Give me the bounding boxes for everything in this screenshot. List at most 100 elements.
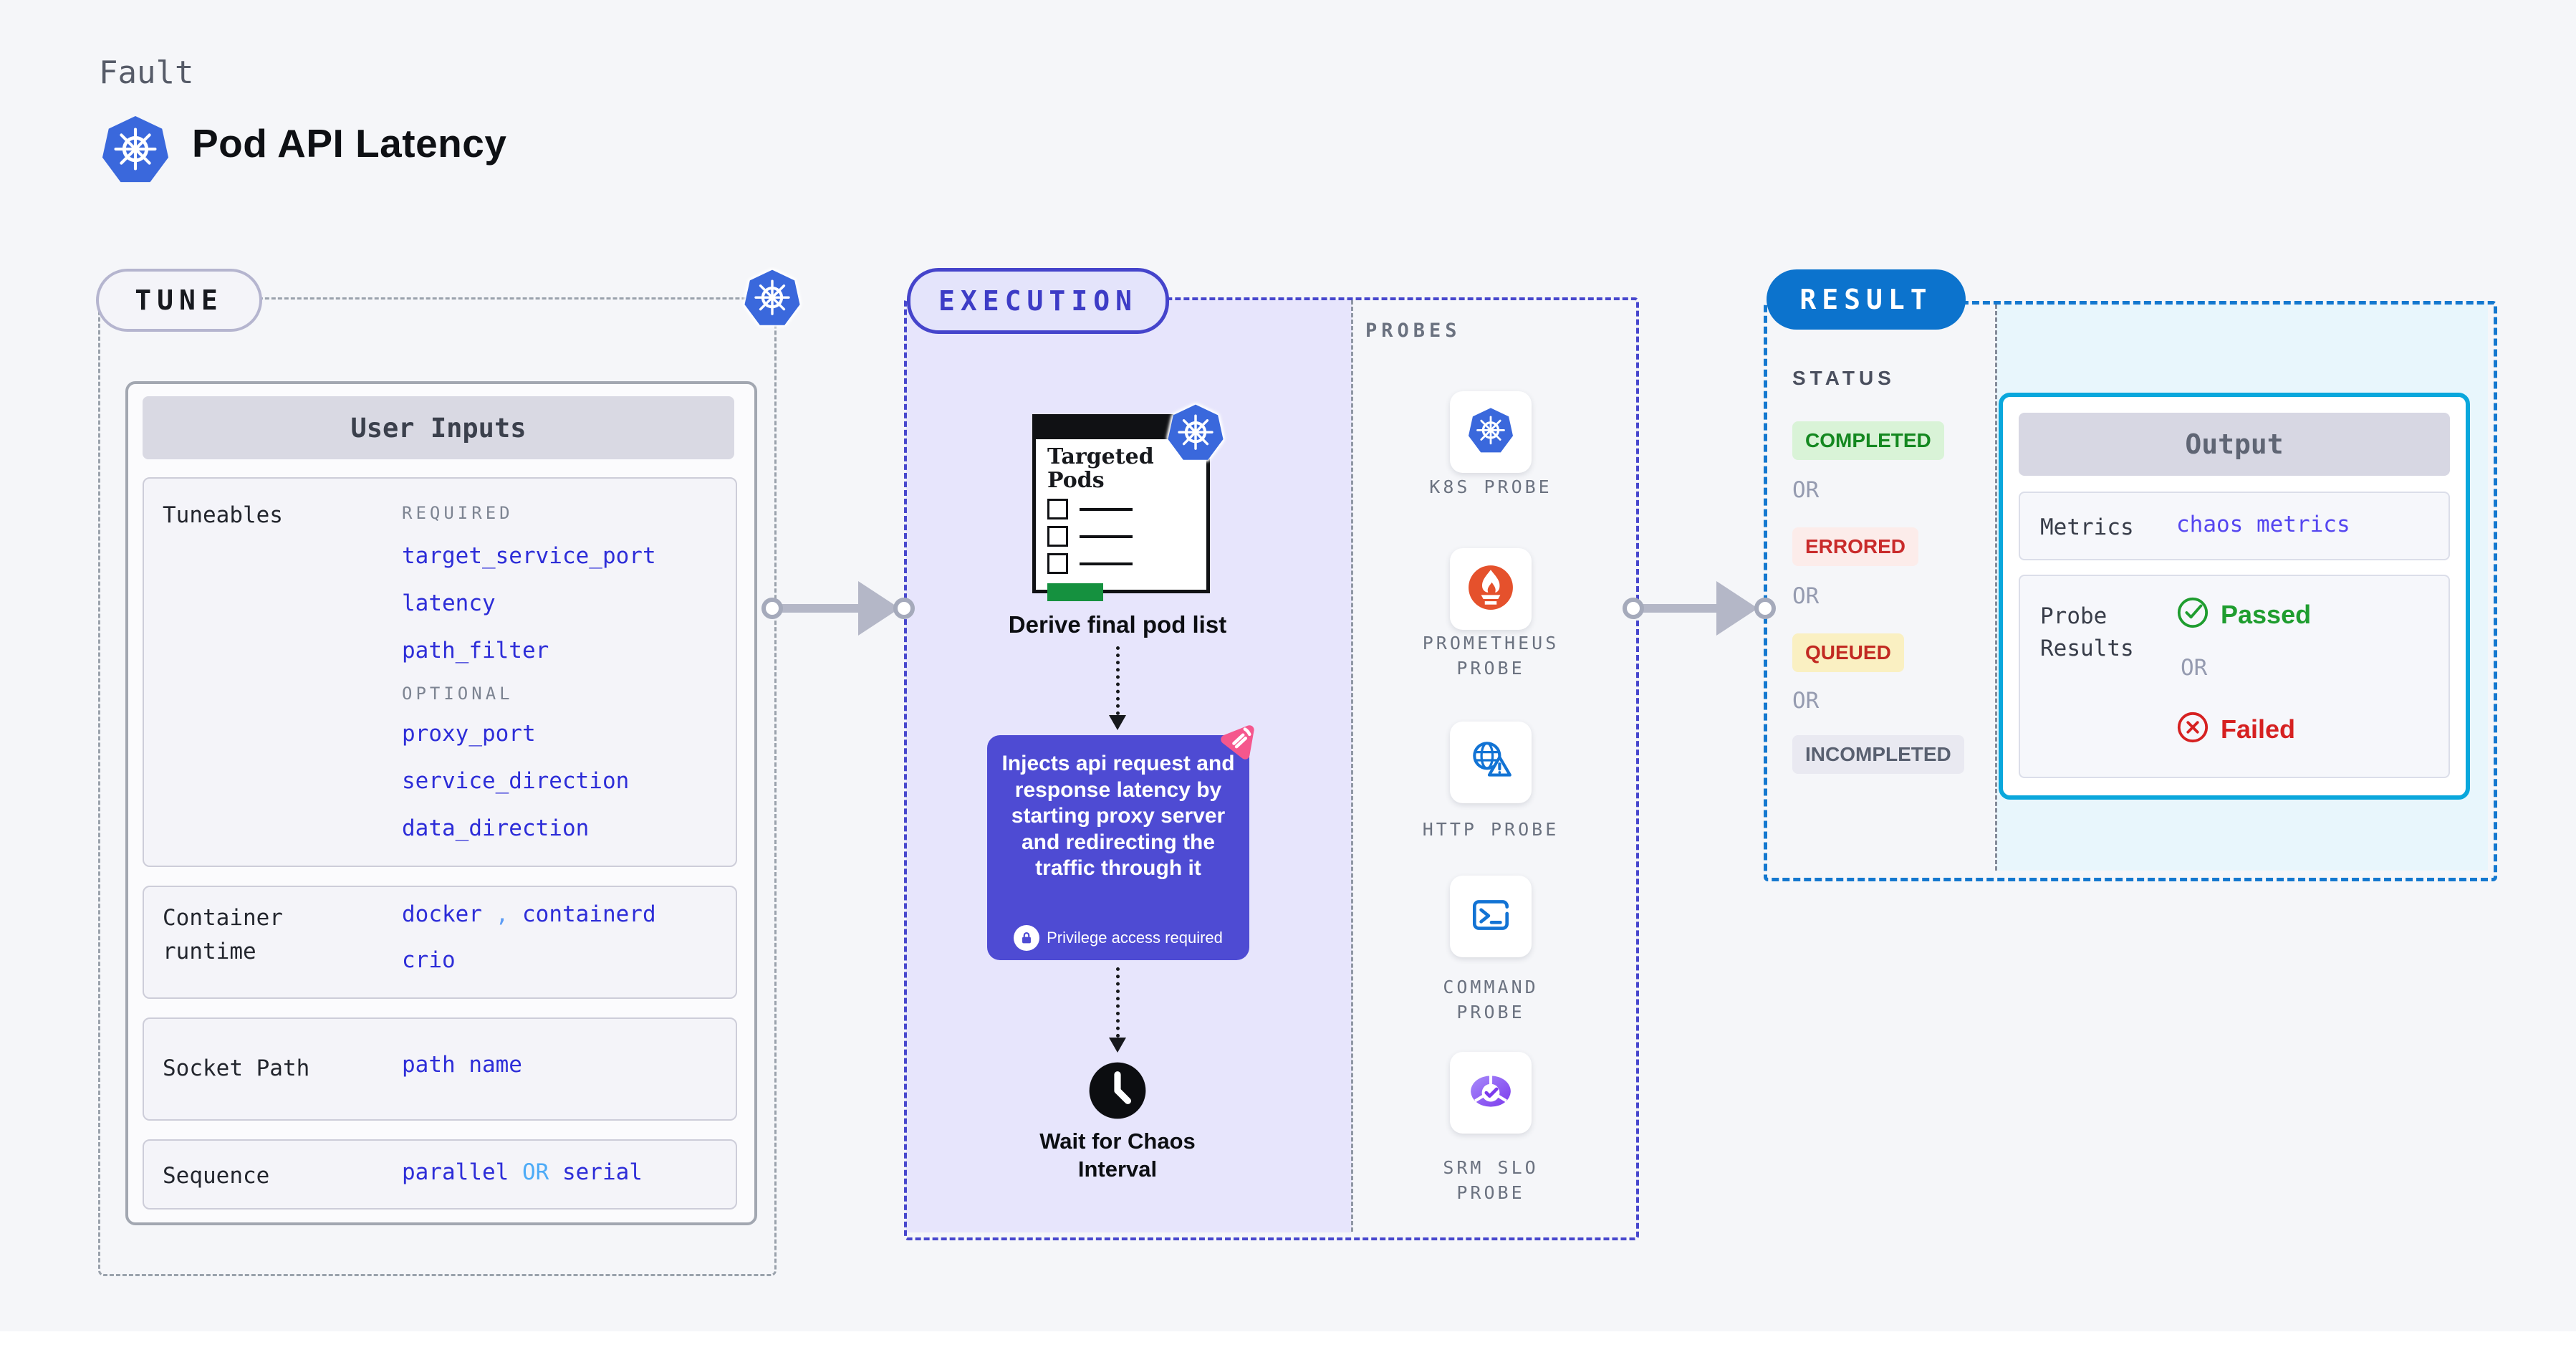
metrics-row: Metrics chaos metrics — [2019, 492, 2450, 560]
arrow-probes-to-result — [1636, 604, 1718, 613]
probe-label: SRM SLO PROBE — [1443, 1157, 1539, 1203]
page-title: Pod API Latency — [192, 121, 507, 166]
output-panel: Output Metrics chaos metrics Probe Resul… — [1999, 393, 2470, 800]
or-label: OR — [1792, 688, 1820, 714]
status-badge-incompleted: INCOMPLETED — [1792, 735, 1964, 774]
chaos-icon — [1216, 719, 1258, 761]
status-label: STATUS — [1792, 367, 1895, 389]
sequence-card: Sequence parallel OR serial — [143, 1139, 737, 1210]
comma-separator: , — [495, 901, 509, 927]
status-badge-queued: QUEUED — [1792, 633, 1904, 672]
privilege-label: Privilege access required — [1047, 929, 1223, 947]
tuneable-required: latency — [402, 590, 496, 616]
optional-label: OPTIONAL — [402, 684, 514, 704]
pod-list-item — [1047, 553, 1199, 574]
kubernetes-icon — [743, 267, 802, 329]
metrics-label: Metrics — [2040, 514, 2134, 540]
prometheus-probe-card — [1450, 548, 1532, 630]
metrics-value: chaos metrics — [2176, 512, 2350, 537]
fault-category-label: Fault — [99, 54, 194, 91]
socket-path-value: path name — [402, 1052, 522, 1078]
probes-divider — [1351, 300, 1353, 1232]
output-title: Output — [2019, 413, 2450, 476]
k8s-probe-card — [1450, 391, 1532, 473]
flow-dotted-line — [1116, 646, 1120, 715]
connector-dot — [761, 598, 783, 619]
srm-slo-probe-card — [1450, 1052, 1532, 1134]
http-probe-icon — [1467, 737, 1514, 788]
privilege-row: Privilege access required — [987, 925, 1249, 951]
wait-chaos-interval-label: Wait for Chaos Interval — [1039, 1129, 1196, 1182]
result-divider — [1995, 305, 1997, 871]
tuneables-label: Tuneables — [163, 502, 283, 528]
probe-label: K8S PROBE — [1429, 476, 1552, 497]
result-section-pill: RESULT — [1767, 269, 1966, 330]
x-circle-icon — [2176, 711, 2209, 747]
arrow-head — [1716, 581, 1758, 636]
targeted-pods-title: Targeted Pods — [1047, 444, 1154, 493]
probe-label: COMMAND PROBE — [1443, 977, 1539, 1022]
failed-row: Failed — [2176, 711, 2295, 747]
connector-dot — [1623, 598, 1644, 619]
socket-path-label: Socket Path — [163, 1055, 310, 1081]
tuneable-required: target_service_port — [402, 543, 656, 569]
connector-dot — [893, 598, 915, 619]
k8s-probe-icon — [1467, 406, 1514, 459]
check-circle-icon — [2176, 596, 2209, 633]
failed-label: Failed — [2221, 714, 2296, 744]
user-inputs-title: User Inputs — [143, 396, 734, 459]
or-label: OR — [1792, 477, 1820, 503]
execution-section-box — [904, 297, 1639, 1240]
or-separator: OR — [522, 1159, 549, 1185]
bottom-margin — [0, 1331, 2576, 1365]
tuneables-card: Tuneables REQUIRED target_service_port l… — [143, 477, 737, 867]
container-runtime-label: Container runtime — [163, 905, 283, 964]
tune-section-pill: TUNE — [96, 269, 262, 332]
arrow-tune-to-execution — [775, 604, 860, 613]
http-probe-card — [1450, 722, 1532, 803]
kubernetes-icon — [100, 113, 170, 186]
tuneable-optional: data_direction — [402, 815, 590, 841]
arrow-down-icon — [1109, 1038, 1126, 1053]
srm-slo-probe-icon — [1467, 1068, 1514, 1119]
command-probe-card — [1450, 876, 1532, 957]
execution-section-pill: EXECUTION — [907, 268, 1169, 334]
inject-description-box: Injects api request and response latency… — [987, 735, 1249, 960]
or-label: OR — [2181, 655, 2208, 681]
status-badge-errored: ERRORED — [1792, 527, 1919, 566]
pod-list-item — [1047, 526, 1199, 547]
container-runtime-crio: crio — [402, 947, 456, 973]
socket-path-card: Socket Path path name — [143, 1017, 737, 1121]
progress-bar — [1047, 583, 1103, 601]
tuneable-optional: proxy_port — [402, 721, 536, 747]
lock-icon — [1014, 925, 1040, 951]
arrow-down-icon — [1109, 715, 1126, 730]
probe-results-row: Probe Results Passed OR F — [2019, 575, 2450, 778]
sequence-value: parallel OR serial — [402, 1159, 643, 1185]
tuneable-required: path_filter — [402, 638, 549, 664]
tuneable-optional: service_direction — [402, 768, 630, 794]
probe-label: HTTP PROBE — [1422, 819, 1559, 840]
container-runtime-card: Container runtime docker , containerd cr… — [143, 886, 737, 999]
probe-label: PROMETHEUS PROBE — [1422, 633, 1559, 679]
derive-pod-list-label: Derive final pod list — [1008, 611, 1227, 638]
tune-section-box — [98, 297, 777, 1276]
container-runtime-values: docker , containerd — [402, 901, 656, 927]
clock-icon — [1087, 1060, 1148, 1121]
probes-label: PROBES — [1365, 320, 1461, 342]
sequence-label: Sequence — [163, 1163, 270, 1189]
passed-label: Passed — [2221, 599, 2312, 629]
flow-dotted-line — [1116, 967, 1120, 1038]
kubernetes-icon — [1166, 402, 1225, 464]
pod-list-item — [1047, 499, 1199, 519]
result-section-box — [1764, 301, 2497, 881]
arrow-head — [858, 581, 900, 636]
status-badge-completed: COMPLETED — [1792, 421, 1944, 460]
inject-description: Injects api request and response latency… — [1001, 752, 1235, 881]
passed-row: Passed — [2176, 596, 2311, 633]
probe-results-label: Probe Results — [2040, 603, 2134, 661]
prometheus-probe-icon — [1467, 564, 1514, 615]
connector-dot — [1754, 598, 1776, 619]
or-label: OR — [1792, 583, 1820, 609]
